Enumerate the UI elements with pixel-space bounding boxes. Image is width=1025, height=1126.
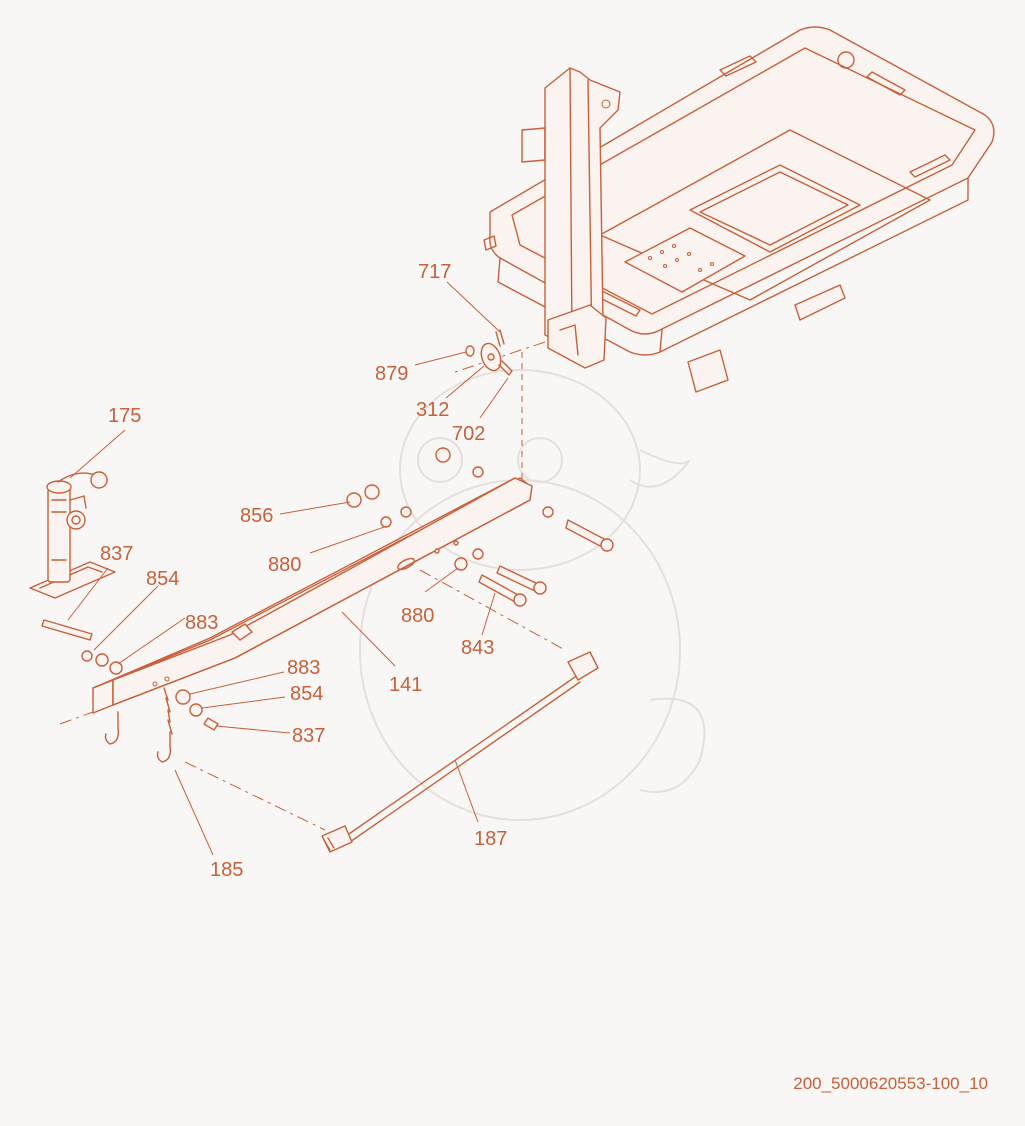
pin-hardware — [465, 329, 513, 376]
trailer-jack — [29, 471, 116, 599]
part-label-141: 141 — [389, 674, 422, 696]
part-label-880-lower: 880 — [401, 605, 434, 627]
part-label-879: 879 — [375, 363, 408, 385]
part-label-702: 702 — [452, 423, 485, 445]
watermark-figure — [359, 369, 706, 821]
part-label-717: 717 — [418, 261, 451, 283]
part-label-856: 856 — [240, 505, 273, 527]
part-label-854-lower: 854 — [290, 683, 323, 705]
tongue-center-line — [59, 711, 94, 725]
harness-line-left — [184, 761, 326, 831]
part-label-883-upper: 883 — [185, 612, 218, 634]
part-label-312: 312 — [416, 399, 449, 421]
part-label-883-lower: 883 — [287, 657, 320, 679]
tongue-bar — [92, 477, 533, 714]
safety-chain — [104, 687, 173, 763]
wiring-harness — [321, 651, 599, 853]
part-label-837-lower: 837 — [292, 725, 325, 747]
plate-holes — [648, 244, 714, 272]
part-label-854-upper: 854 — [146, 568, 179, 590]
trailer-tub — [483, 26, 995, 393]
part-label-843: 843 — [461, 637, 494, 659]
part-label-175: 175 — [108, 405, 141, 427]
center-line-pin — [454, 341, 546, 373]
tongue-mount-plate — [521, 67, 621, 369]
part-label-187: 187 — [474, 828, 507, 850]
drawing-id: 200_5000620553-100_10 — [793, 1074, 988, 1093]
part-label-880-upper: 880 — [268, 554, 301, 576]
leader-lines — [67, 281, 509, 856]
part-labels: 717 879 312 702 175 856 880 837 854 883 … — [100, 261, 507, 881]
fasteners — [41, 447, 614, 731]
part-label-837-upper: 837 — [100, 543, 133, 565]
harness-line-right — [419, 569, 566, 651]
part-label-185: 185 — [210, 859, 243, 881]
